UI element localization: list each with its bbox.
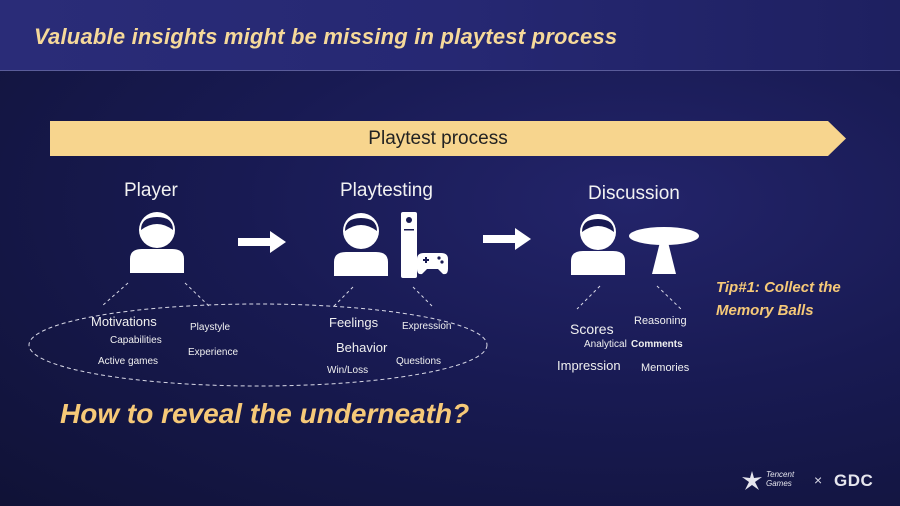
tencent-line1: Tencent xyxy=(766,470,795,479)
discussion-person-icon xyxy=(571,214,625,275)
question-text: How to reveal the underneath? xyxy=(60,398,470,429)
word-capabilities: Capabilities xyxy=(110,335,162,346)
word-memories: Memories xyxy=(641,362,690,374)
gdc-logo: GDC xyxy=(834,471,874,490)
player-person-icon xyxy=(130,212,184,273)
playtest-process-banner xyxy=(50,121,846,156)
playtester-person-icon xyxy=(334,213,388,276)
word-comments: Comments xyxy=(631,339,683,350)
banner-label: Playtest process xyxy=(368,128,508,149)
arrow-right-icon xyxy=(238,231,286,253)
playtesting-heading: Playtesting xyxy=(340,180,433,201)
tencent-line2: Games xyxy=(766,479,792,488)
title-bar xyxy=(0,0,900,71)
discussion-heading: Discussion xyxy=(588,183,680,204)
word-reasoning: Reasoning xyxy=(634,315,687,327)
arrow-right-icon xyxy=(483,228,531,250)
word-active-games: Active games xyxy=(98,356,159,367)
player-heading: Player xyxy=(124,180,178,201)
word-winloss: Win/Loss xyxy=(327,365,369,376)
word-experience: Experience xyxy=(188,347,239,358)
tip-text: Tip#1: Collect the Memory Balls xyxy=(716,279,841,319)
word-playstyle: Playstyle xyxy=(190,322,231,333)
word-behavior: Behavior xyxy=(336,340,388,355)
word-analytical: Analytical xyxy=(584,339,627,350)
word-impression: Impression xyxy=(557,358,621,373)
word-motivations: Motivations xyxy=(91,314,157,329)
word-feelings: Feelings xyxy=(329,315,379,330)
game-console-icon xyxy=(401,212,448,278)
word-scores: Scores xyxy=(570,321,614,337)
round-table-icon xyxy=(629,227,699,274)
word-expression: Expression xyxy=(402,321,452,332)
slide-title: Valuable insights might be missing in pl… xyxy=(34,24,618,49)
word-questions: Questions xyxy=(396,356,442,367)
tencent-games-logo-icon xyxy=(742,471,762,490)
logo-separator: × xyxy=(814,472,823,488)
tencent-games-logo-text: Tencent Games xyxy=(766,470,794,488)
